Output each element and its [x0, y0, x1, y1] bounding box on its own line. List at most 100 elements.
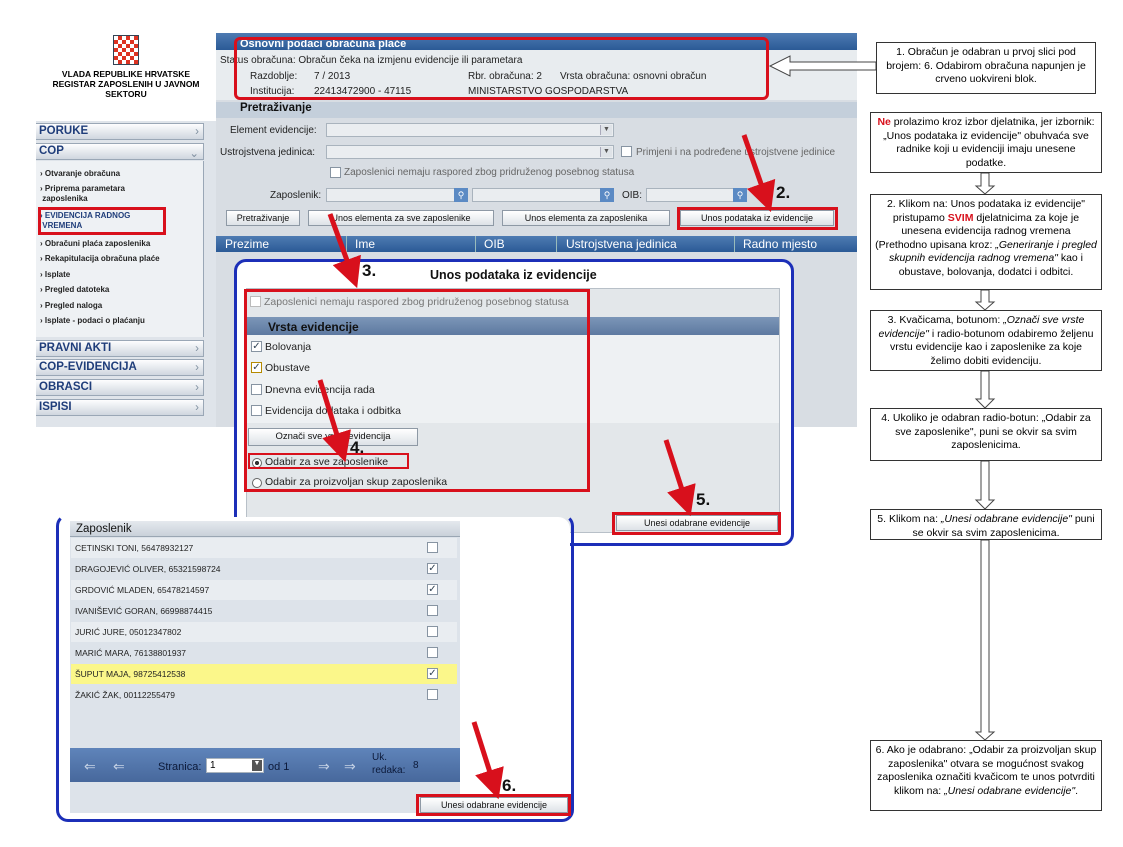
table-row[interactable]: MARIĆ MARA, 76138801937	[71, 643, 457, 663]
employee-name: ŠUPUT MAJA, 98725412538	[75, 669, 186, 679]
sidebar-item-rekapitulacija[interactable]: › Rekapitulacija obračuna plaće	[40, 254, 160, 263]
arrow-step-4	[317, 379, 351, 463]
page-select[interactable]: 1▼	[206, 758, 264, 773]
chevron-down-icon[interactable]: ▼	[600, 125, 612, 135]
chevron-right-icon: ›	[195, 402, 199, 414]
employee-name: JURIĆ JURE, 05012347802	[75, 627, 182, 637]
chevron-right-icon: ›	[195, 382, 199, 394]
note-3: 3. Kvačicama, botunom: „Označi sve vrste…	[870, 310, 1102, 371]
col-radno-mjesto[interactable]: Radno mjesto	[743, 237, 818, 251]
sidebar-item-cop-evidencija[interactable]: COP-EVIDENCIJA›	[36, 359, 204, 376]
search-icon[interactable]: ⚲	[600, 188, 614, 202]
unos-zaposlenik-button[interactable]: Unos elementa za zaposlenika	[502, 210, 670, 226]
employee-checkbox[interactable]	[427, 647, 438, 658]
employee-checkbox[interactable]	[427, 689, 438, 700]
employee-checkbox[interactable]	[427, 542, 438, 553]
institucija-value: 22413472900 - 47115	[314, 86, 412, 97]
primjeni-checkbox[interactable]	[621, 146, 632, 157]
bolovanja-checkbox[interactable]: ✓	[251, 341, 262, 352]
element-select[interactable]: ▼	[326, 123, 614, 137]
sidebar-item-label: OBRASCI	[39, 381, 93, 393]
employee-name: CETINSKI TONI, 56478932127	[75, 543, 194, 553]
table-row[interactable]: ŠUPUT MAJA, 98725412538 ✓	[71, 664, 457, 684]
search-icon[interactable]: ⚲	[733, 188, 747, 202]
employee-checkbox[interactable]	[427, 626, 438, 637]
step-2-label: 2.	[776, 183, 791, 202]
sidebar-item-poruke[interactable]: PORUKE›	[36, 123, 204, 140]
sidebar-item-pravni-akti[interactable]: PRAVNI AKTI›	[36, 340, 204, 357]
highlight-dlg-unesi	[612, 512, 781, 535]
sidebar-item-datoteke[interactable]: › Pregled datoteka	[40, 285, 110, 294]
obustave-checkbox[interactable]: ✓	[251, 362, 262, 373]
col-oib[interactable]: OIB	[484, 237, 505, 251]
first-page-icon[interactable]: ⇐	[84, 758, 96, 774]
employee-name: MARIĆ MARA, 76138801937	[75, 648, 187, 658]
sidebar-item-label: PORUKE	[39, 125, 89, 137]
dodaci-label: Evidencija dodataka i odbitka	[265, 405, 402, 417]
unos-svi-button[interactable]: Unos elementa za sve zaposlenike	[308, 210, 494, 226]
table-row[interactable]: IVANIŠEVIĆ GORAN, 66998874415	[71, 601, 457, 621]
col-ime[interactable]: Ime	[355, 237, 376, 251]
sidebar-item-cop[interactable]: COP⌄	[36, 143, 204, 160]
radio-proizvoljan[interactable]	[252, 478, 262, 488]
employee-checkbox[interactable]: ✓	[427, 668, 438, 679]
chevron-right-icon: ›	[195, 362, 199, 374]
radio-proizvoljan-label: Odabir za proizvoljan skup zaposlenika	[265, 476, 448, 488]
dialog-title: Unos podataka iz evidencije	[430, 268, 597, 282]
employee-header-label: Zaposlenik	[76, 523, 132, 535]
dlg-nemaju-checkbox[interactable]	[250, 296, 261, 307]
search-icon[interactable]: ⚲	[454, 188, 468, 202]
chevron-down-icon[interactable]: ▼	[600, 147, 612, 157]
dlg-nemaju-label: Zaposlenici nemaju raspored zbog pridruž…	[264, 296, 569, 308]
chevron-down-icon[interactable]: ▼	[252, 760, 262, 771]
arrow-step-2	[741, 134, 776, 213]
prev-page-icon[interactable]: ⇐	[113, 758, 125, 774]
primjeni-label: Primjeni i na podređene ustrojstvene jed…	[636, 147, 836, 158]
employee-checkbox[interactable]	[427, 605, 438, 616]
employee-checkbox[interactable]: ✓	[427, 584, 438, 595]
next-page-icon[interactable]: ⇒	[318, 758, 330, 774]
pretrazivanje-button[interactable]: Pretraživanje	[226, 210, 300, 226]
employee-checkbox[interactable]: ✓	[427, 563, 438, 574]
note-2: 2. Klikom na: Unos podataka iz evidencij…	[870, 194, 1102, 290]
dodaci-checkbox[interactable]	[251, 405, 262, 416]
zaposlenik-input-1[interactable]: ⚲	[326, 188, 468, 202]
table-row[interactable]: JURIĆ JURE, 05012347802	[71, 622, 457, 642]
step-4-label: 4.	[350, 438, 365, 457]
blue-frame-employees	[56, 514, 574, 822]
arrow-step-5	[663, 439, 696, 517]
employee-name: ŽAKIĆ ŽAK, 00112255479	[75, 690, 176, 700]
sidebar-item-isplate[interactable]: › Isplate	[40, 270, 71, 279]
col-prezime[interactable]: Prezime	[225, 237, 270, 251]
dnevna-checkbox[interactable]	[251, 384, 262, 395]
employee-name: GRDOVIĆ MLADEN, 65478214597	[75, 585, 210, 595]
sidebar-item-nalozi[interactable]: › Pregled naloga	[40, 301, 103, 310]
zaposlenik-input-2[interactable]: ⚲	[472, 188, 614, 202]
nemaju-label: Zaposlenici nemaju raspored zbog pridruž…	[344, 167, 635, 178]
oib-input[interactable]: ⚲	[646, 188, 747, 202]
status-text: Status obračuna: Obračun čeka na izmjenu…	[220, 55, 523, 66]
sidebar-item-priprema[interactable]: › Priprema parametara zaposlenika	[40, 184, 125, 203]
sidebar-item-obrasci[interactable]: OBRASCI ›	[36, 379, 204, 396]
sidebar-item-evidencija[interactable]: › EVIDENCIJA RADNOG VREMENA	[40, 211, 131, 230]
sidebar-item-otvaranje[interactable]: › Otvaranje obračuna	[40, 169, 121, 178]
arrow-step-6	[471, 721, 504, 800]
table-row[interactable]: ŽAKIĆ ŽAK, 00112255479	[71, 685, 457, 705]
chevron-down-icon: ⌄	[189, 148, 199, 160]
table-row[interactable]: GRDOVIĆ MLADEN, 65478214597 ✓	[71, 580, 457, 600]
sidebar-item-placanja[interactable]: › Isplate - podaci o plaćanju	[40, 316, 145, 325]
col-ustroj[interactable]: Ustrojstvena jedinica	[566, 237, 677, 251]
dlg-unesi-button[interactable]: Unesi odabrane evidencije	[616, 515, 778, 531]
table-row[interactable]: CETINSKI TONI, 56478932127	[71, 538, 457, 558]
nemaju-checkbox[interactable]	[330, 167, 341, 178]
redaka-label: redaka:	[372, 765, 406, 776]
sidebar-item-ispisi[interactable]: ISPISI›	[36, 399, 204, 416]
last-page-icon[interactable]: ⇒	[344, 758, 356, 774]
ustroj-select[interactable]: ▼	[326, 145, 614, 159]
table-row[interactable]: DRAGOJEVIĆ OLIVER, 65321598724✓	[71, 559, 457, 579]
ministarstvo: MINISTARSTVO GOSPODARSTVA	[468, 86, 629, 97]
sidebar-item-obracuni[interactable]: › Obračuni plaća zaposlenika	[40, 239, 151, 248]
logo-line1: VLADA REPUBLIKE HRVATSKE	[61, 69, 191, 79]
sidebar-item-label: PRAVNI AKTI	[39, 342, 112, 354]
vrsta-list	[247, 335, 779, 423]
